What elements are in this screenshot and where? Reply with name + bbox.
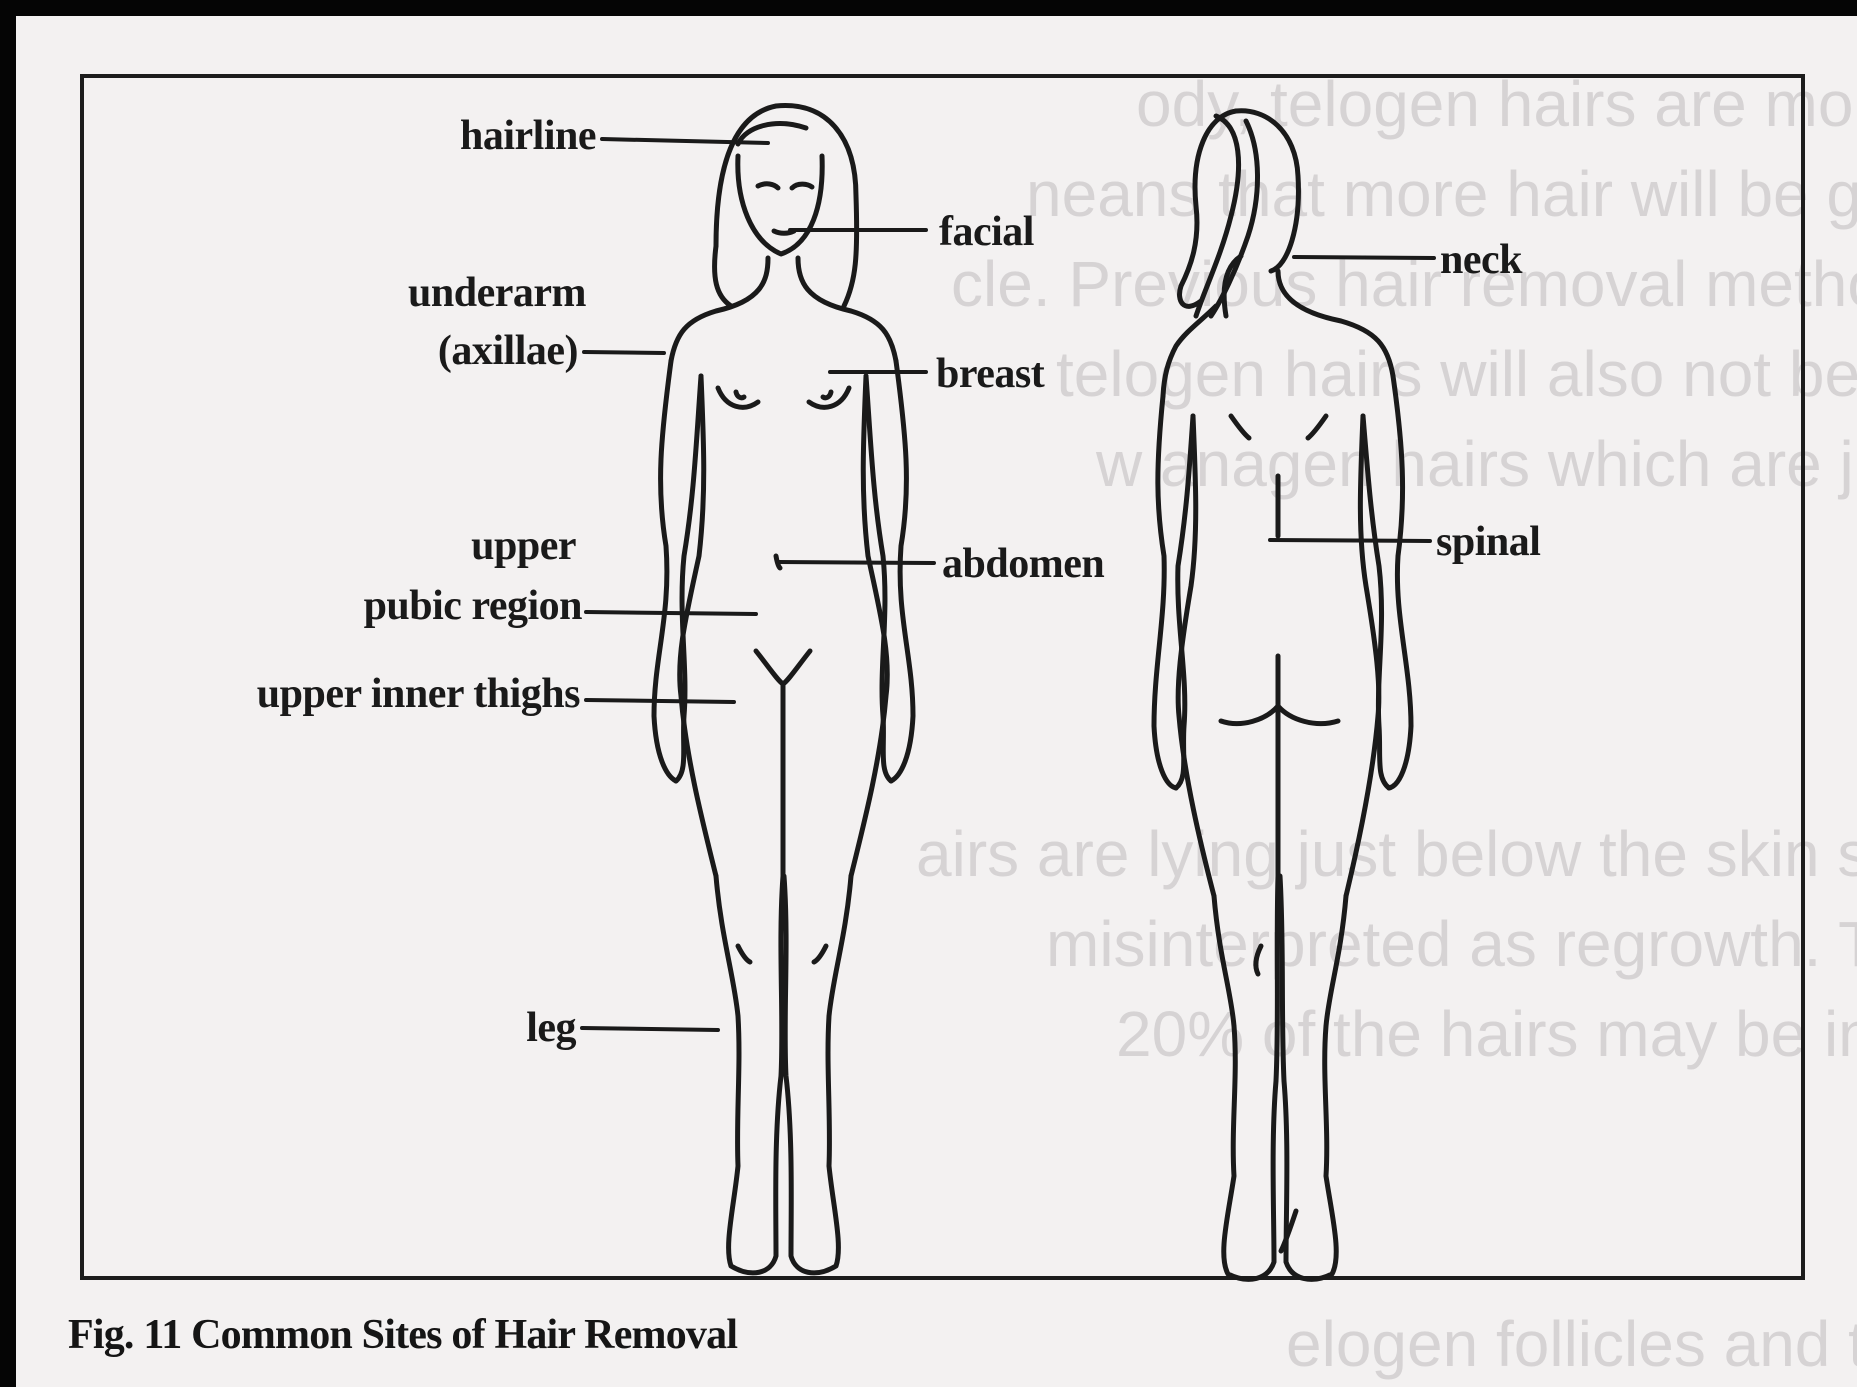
label-upper-pubic-line2: pubic region [256, 584, 582, 628]
upper-pubic-leader [586, 612, 756, 614]
scanned-page: ody, telogen hairs are more numerous nea… [16, 16, 1857, 1387]
label-upper-pubic-line1: upper [346, 524, 576, 568]
spinal-leader [1270, 540, 1430, 541]
figure-caption: Fig. 11 Common Sites of Hair Removal [68, 1312, 737, 1358]
label-neck: neck [1440, 238, 1522, 282]
back-body-figure [1154, 111, 1411, 1280]
front-body-figure [654, 106, 913, 1273]
label-leg: leg [456, 1006, 576, 1050]
label-underarm-line1: underarm [316, 271, 586, 315]
label-hairline: hairline [396, 114, 596, 158]
label-underarm-line2: (axillae) [316, 329, 578, 373]
leg-leader [582, 1028, 718, 1030]
label-spinal: spinal [1436, 520, 1540, 564]
label-abdomen: abdomen [942, 542, 1104, 586]
neck-leader [1294, 257, 1434, 258]
label-upper-inner-thighs: upper inner thighs [166, 672, 580, 716]
underarm-leader [584, 352, 664, 353]
label-facial: facial [939, 210, 1034, 254]
abdomen-leader [778, 562, 934, 563]
upper-inner-thighs-leader [586, 700, 734, 702]
label-breast: breast [936, 352, 1044, 396]
